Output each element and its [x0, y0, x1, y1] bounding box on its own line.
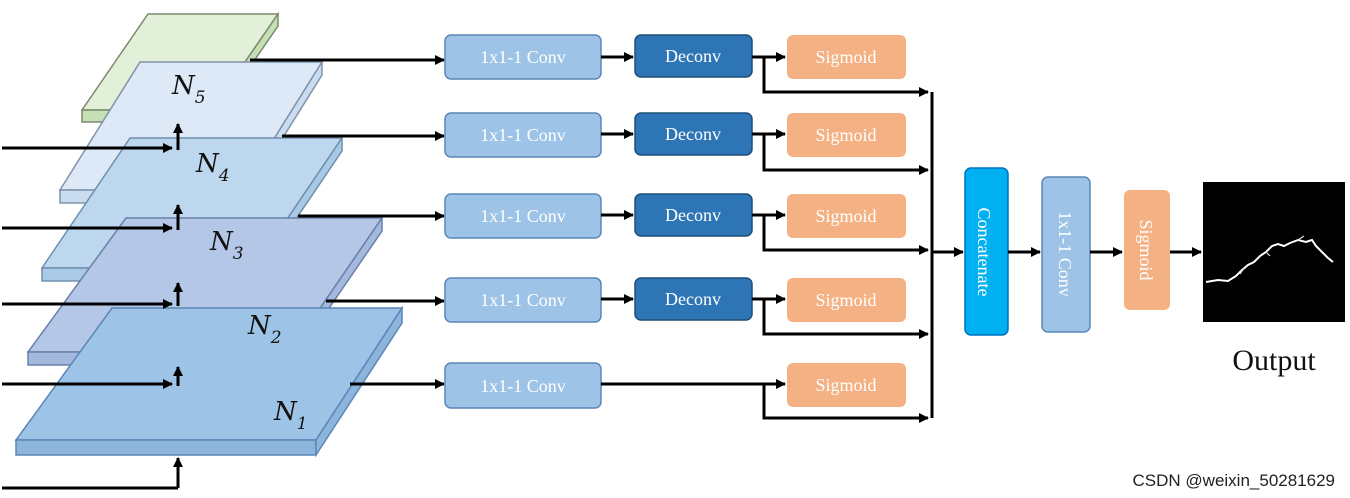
- conv-label-3: 1x1-1 Conv: [480, 206, 566, 226]
- fusion-conv-box: [1041, 176, 1091, 333]
- sigmoid-box-4: [787, 278, 906, 322]
- input-arrows: [2, 123, 183, 490]
- sigmoid-label-2: Sigmoid: [815, 125, 876, 145]
- layer-n1: [14, 305, 404, 458]
- crack-trace: [1205, 238, 1334, 283]
- fusion-sigmoid-label: Sigmoid: [1136, 219, 1156, 280]
- branch-4: 1x1-1 Conv Deconv Sigmoid: [444, 277, 929, 339]
- layer-n5-label: N5: [171, 71, 206, 108]
- conv-label-1: 1x1-1 Conv: [480, 47, 566, 67]
- deconv-label-3: Deconv: [665, 205, 721, 225]
- branch-3: 1x1-1 Conv Deconv Sigmoid: [444, 193, 929, 255]
- sigmoid-box-1: [787, 35, 906, 79]
- sigmoid-label-4: Sigmoid: [815, 290, 876, 310]
- output-image: [1203, 182, 1345, 322]
- watermark: CSDN @weixin_50281629: [1133, 471, 1335, 490]
- layer-n1-front: [15, 439, 317, 456]
- branch-5: 1x1-1 Conv Sigmoid: [444, 362, 929, 423]
- deconv-label-2: Deconv: [665, 124, 721, 144]
- sigmoid-box-3: [787, 194, 906, 238]
- conv-label-5: 1x1-1 Conv: [480, 376, 566, 396]
- sigmoid-label-1: Sigmoid: [815, 47, 876, 67]
- sigmoid-box-2: [787, 113, 906, 157]
- output-label: Output: [1232, 344, 1316, 377]
- sigmoid-box-5: [787, 363, 906, 407]
- conv-label-2: 1x1-1 Conv: [480, 125, 566, 145]
- layer-n1-side: [315, 305, 403, 458]
- fusion-sigmoid-box: [1124, 190, 1170, 310]
- sigmoid-label-5: Sigmoid: [815, 375, 876, 395]
- layer-n3-label: N3: [209, 227, 244, 264]
- output-image-background: [1203, 182, 1345, 322]
- fusion-conv-label: 1x1-1 Conv: [1055, 211, 1075, 297]
- layer-n2-label: N2: [247, 311, 282, 348]
- concatenate-label: Concatenate: [974, 208, 994, 297]
- deconv-label-1: Deconv: [665, 46, 721, 66]
- layer-n1-label: N1: [273, 397, 308, 434]
- layer-n4-label: N4: [195, 149, 230, 186]
- branch-1: 1x1-1 Conv Deconv Sigmoid: [444, 34, 929, 97]
- deconv-label-4: Deconv: [665, 289, 721, 309]
- branch-2: 1x1-1 Conv Deconv Sigmoid: [444, 112, 929, 175]
- sigmoid-label-3: Sigmoid: [815, 206, 876, 226]
- conv-label-4: 1x1-1 Conv: [480, 290, 566, 310]
- layer-to-conv-arrows: [250, 55, 445, 389]
